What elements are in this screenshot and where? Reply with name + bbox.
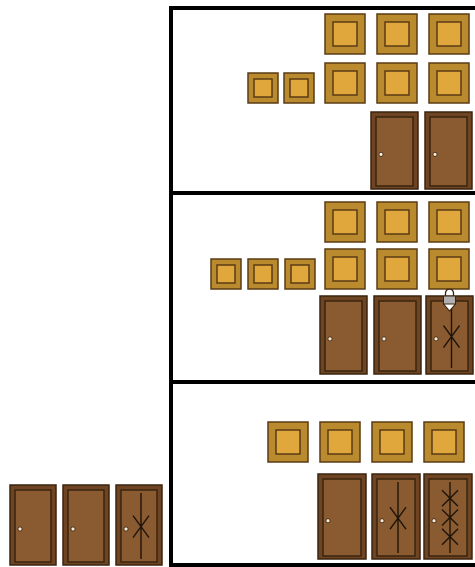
small-tile-top-1[interactable] xyxy=(248,73,278,103)
tile-mid-r2-c1[interactable] xyxy=(325,249,365,289)
tile-top-r2-c3[interactable] xyxy=(429,63,469,103)
door-bot-2[interactable] xyxy=(372,474,420,559)
door-knob xyxy=(382,337,386,341)
small-tile-mid-2[interactable] xyxy=(248,259,278,289)
tile-bot-c3[interactable] xyxy=(372,422,412,462)
tray-door-1[interactable] xyxy=(10,485,56,565)
door-knob xyxy=(124,527,128,531)
tile-top-r1-c2[interactable] xyxy=(377,14,417,54)
door-knob xyxy=(433,152,437,156)
tile-mid-r1-c1[interactable] xyxy=(325,202,365,242)
door-knob xyxy=(326,519,330,523)
door-knob xyxy=(432,519,436,523)
door-knob xyxy=(18,527,22,531)
tile-top-r2-c2[interactable] xyxy=(377,63,417,103)
door-mid-1[interactable] xyxy=(320,296,367,374)
door-top-2[interactable] xyxy=(425,112,472,189)
tray-door-3[interactable] xyxy=(116,485,162,565)
tile-mid-r1-c3[interactable] xyxy=(429,202,469,242)
tile-bot-c1[interactable] xyxy=(268,422,308,462)
tile-bot-c4[interactable] xyxy=(424,422,464,462)
door-bot-3[interactable] xyxy=(424,474,472,559)
door-mid-2[interactable] xyxy=(374,296,421,374)
tile-top-r1-c3[interactable] xyxy=(429,14,469,54)
door-knob xyxy=(379,152,383,156)
tile-top-r2-c1[interactable] xyxy=(325,63,365,103)
door-top-1[interactable] xyxy=(371,112,418,189)
small-tile-top-2[interactable] xyxy=(284,73,314,103)
door-bot-1[interactable] xyxy=(318,474,366,559)
small-tile-mid-1[interactable] xyxy=(211,259,241,289)
tile-mid-r1-c2[interactable] xyxy=(377,202,417,242)
door-mid-3[interactable] xyxy=(426,289,473,374)
tray-door-2[interactable] xyxy=(63,485,109,565)
tile-mid-r2-c3[interactable] xyxy=(429,249,469,289)
door-knob xyxy=(71,527,75,531)
tile-mid-r2-c2[interactable] xyxy=(377,249,417,289)
tile-bot-c2[interactable] xyxy=(320,422,360,462)
door-knob xyxy=(434,337,438,341)
tile-top-r1-c1[interactable] xyxy=(325,14,365,54)
door-knob xyxy=(380,519,384,523)
door-knob xyxy=(328,337,332,341)
small-tile-mid-3[interactable] xyxy=(285,259,315,289)
